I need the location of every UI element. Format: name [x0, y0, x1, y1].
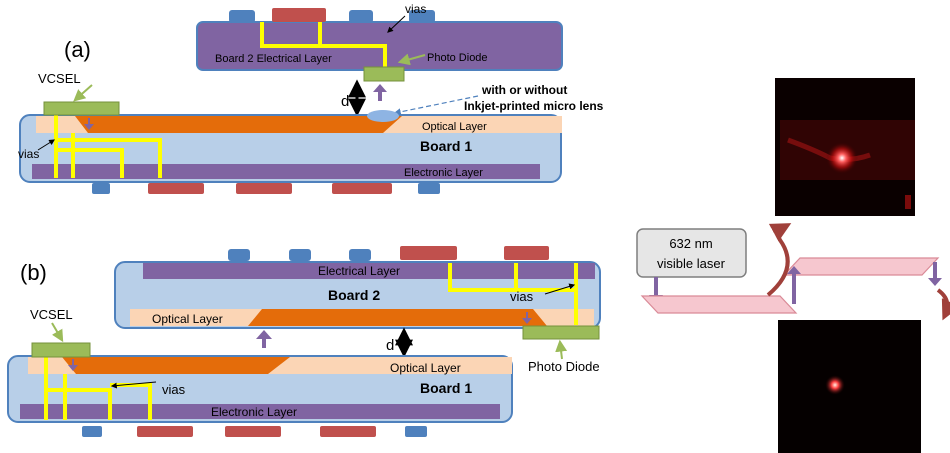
vcsel-a: [44, 102, 119, 115]
vias-b-left-label: vias: [162, 382, 186, 397]
waveguide-board-lower: [642, 296, 796, 313]
photo-diode-a: [364, 67, 404, 81]
laser-source-line2: visible laser: [657, 256, 726, 271]
photo-top-edge-glow: [905, 195, 911, 209]
chip-red: [225, 426, 281, 437]
chip-blue: [229, 10, 255, 23]
optical-layer-a-label: Optical Layer: [422, 121, 487, 133]
chip-blue: [349, 10, 373, 23]
optical-layer-b-bottom-label: Optical Layer: [390, 361, 461, 375]
chip-red: [320, 426, 376, 437]
chip-red: [504, 246, 549, 260]
micro-lens: [367, 110, 399, 122]
electrical-layer-b-label: Electrical Layer: [318, 264, 400, 278]
chip-red: [400, 246, 457, 260]
photo-diode-b-label: Photo Diode: [528, 359, 600, 374]
laser-source-line1: 632 nm: [669, 236, 712, 251]
electronic-layer-b-label: Electronic Layer: [211, 405, 297, 419]
gap-a-label: d: [341, 93, 349, 110]
chip-red: [148, 183, 204, 194]
board2-electrical-layer-label: Board 2 Electrical Layer: [215, 53, 332, 65]
vcsel-a-pointer: [75, 85, 92, 100]
board2-b-label: Board 2: [328, 287, 380, 303]
panel-b: (b) Electrical Layer Board 2 Optical Lay…: [8, 246, 600, 437]
chip-red: [137, 426, 193, 437]
purple-arrow-up: [787, 266, 801, 304]
vcsel-a-label: VCSEL: [38, 71, 81, 86]
vcsel-b: [32, 343, 90, 357]
photo-bottom: [778, 320, 921, 453]
photo-diode-a-label: Photo Diode: [427, 52, 488, 64]
board1-a-label: Board 1: [420, 138, 472, 154]
panel-a-label: (a): [64, 37, 91, 62]
vias-top-a-label: vias: [405, 2, 426, 16]
chip-red: [272, 8, 326, 22]
panel-b-label: (b): [20, 260, 47, 285]
vcsel-b-label: VCSEL: [30, 307, 73, 322]
waveguide-board-upper: [784, 258, 938, 275]
purple-arrow-up: [373, 84, 387, 101]
electronic-layer-a-label: Electronic Layer: [404, 167, 483, 179]
photo-bottom-frame: [778, 320, 921, 453]
gap-b-label: d: [386, 337, 394, 354]
waveguide-a: [75, 116, 402, 133]
waveguide-b-bottom: [62, 357, 290, 374]
chip-blue: [418, 183, 440, 194]
waveguide-b-top: [248, 309, 547, 326]
board1-a: Optical Layer Board 1 Electronic Layer: [20, 102, 562, 194]
panel-a: Board 2 Electrical Layer Photo Diode via…: [18, 2, 604, 194]
curve-arrow-to-bottom-photo: [938, 290, 947, 315]
chip-red: [236, 183, 292, 194]
vias-b-right-label: vias: [510, 289, 534, 304]
lens-note-line2: Inkjet-printed micro lens: [464, 99, 604, 113]
chip-red: [332, 183, 392, 194]
chip-blue: [405, 426, 427, 437]
curve-arrow-to-top-photo: [768, 226, 788, 295]
chip-blue: [92, 183, 110, 194]
chip-blue: [228, 249, 250, 261]
photo-top: [775, 78, 915, 216]
chip-blue: [289, 249, 311, 261]
photo-diode-b-pointer: [560, 342, 562, 359]
vias-a-label: vias: [18, 147, 39, 161]
purple-arrow-up: [256, 330, 272, 348]
output-laser-spot: [825, 375, 845, 395]
laser-spot: [826, 142, 858, 174]
board1-b-label: Board 1: [420, 380, 472, 396]
photo-diode-b: [523, 326, 599, 339]
chip-blue: [349, 249, 371, 261]
chip-blue: [82, 426, 102, 437]
board2-b: Electrical Layer Board 2 Optical Layer v…: [115, 246, 600, 339]
lens-note-line1: with or without: [481, 83, 567, 97]
optical-layer-b-top-label: Optical Layer: [152, 312, 223, 326]
vcsel-b-pointer: [52, 323, 62, 340]
board1-b: Optical Layer Board 1 Electronic Layer v…: [8, 343, 512, 437]
laser-setup: 632 nm visible laser: [637, 78, 947, 453]
